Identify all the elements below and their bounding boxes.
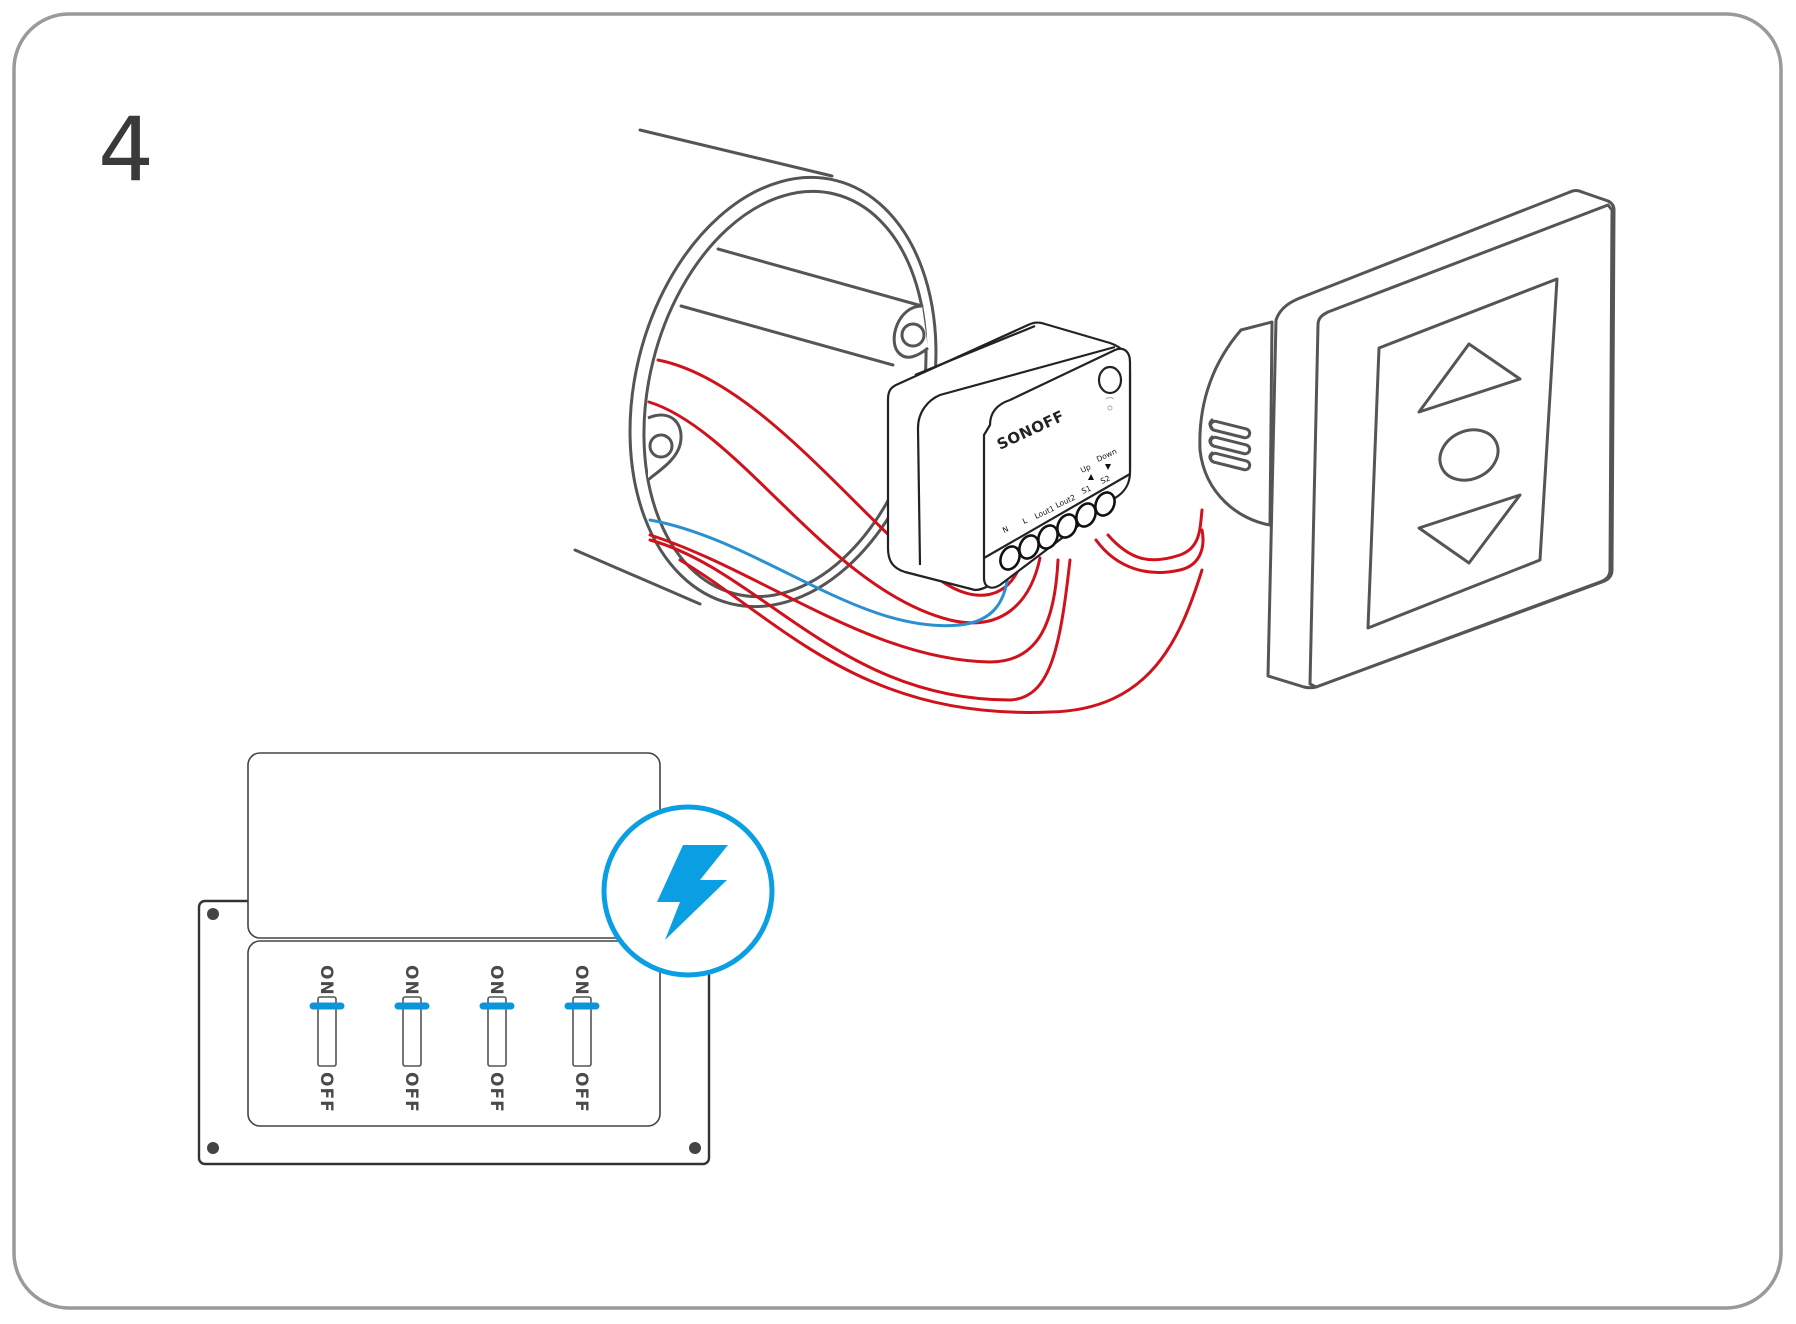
terminal-lout1 <box>1037 524 1059 550</box>
wire-slots <box>1208 418 1252 472</box>
switch-front-plate <box>1308 203 1614 689</box>
breaker-cover[interactable] <box>247 752 661 939</box>
off-label: OFF <box>486 1072 506 1113</box>
up-arrow-icon <box>1088 474 1094 480</box>
breaker-switch-2[interactable]: ON OFF <box>394 965 430 1113</box>
breaker-slot <box>572 996 592 1067</box>
off-label: OFF <box>316 1072 336 1113</box>
box-inner-line-2 <box>679 304 895 367</box>
on-label: ON <box>486 965 506 996</box>
wifi-led-icon <box>1105 397 1115 411</box>
terminal-l <box>1018 534 1040 560</box>
breaker-panel: ON OFF ON OFF ON OFF ON OFF <box>197 752 711 1166</box>
on-label: ON <box>401 965 421 996</box>
switch-back-cup <box>1198 320 1274 527</box>
terminal-s2 <box>1094 491 1116 517</box>
power-on-badge <box>601 804 775 978</box>
terminal-n <box>999 545 1021 571</box>
conduit-top-line <box>638 128 834 178</box>
terminal-label-l: L <box>1021 516 1029 526</box>
breaker-slot <box>317 996 337 1067</box>
wire-live-4 <box>648 538 1072 702</box>
terminal-s1 <box>1075 502 1097 528</box>
wire-live-2 <box>647 400 1042 625</box>
lightning-bolt-icon <box>657 845 728 940</box>
module-side-edge <box>916 345 1116 566</box>
terminal-strip-line <box>983 473 1131 559</box>
wire-live-3 <box>648 533 1060 664</box>
down-triangle-button[interactable] <box>1417 493 1522 565</box>
step-number: 4 <box>98 98 154 201</box>
breaker-switch-area <box>247 940 661 1127</box>
terminal-label-s2: S2 <box>1099 474 1112 486</box>
breaker-slot <box>487 996 507 1067</box>
screw-bottom-left <box>207 1142 219 1154</box>
breaker-slot <box>402 996 422 1067</box>
breaker-switch-3[interactable]: ON OFF <box>479 965 515 1113</box>
terminal-label-n: N <box>1001 524 1010 535</box>
screw-lug-left <box>647 413 683 482</box>
off-label: OFF <box>401 1072 421 1113</box>
sonoff-module: SONOFF Up Down N L Lout1 Lout2 S1 S2 <box>886 321 1132 592</box>
box-inner-line-1 <box>716 247 924 308</box>
on-label: ON <box>571 965 591 996</box>
terminals <box>999 491 1116 571</box>
on-label: ON <box>316 965 336 996</box>
off-label: OFF <box>571 1072 591 1113</box>
wire-neutral <box>648 518 1010 628</box>
conduit-bottom-line <box>573 548 702 606</box>
breaker-switch-1[interactable]: ON OFF <box>309 965 345 1113</box>
module-front-face <box>982 347 1132 589</box>
up-label: Up <box>1079 462 1092 475</box>
breaker-switch-4[interactable]: ON OFF <box>564 965 600 1113</box>
wire-s2 <box>1094 528 1205 574</box>
wire-live-5 <box>678 558 1204 714</box>
pairing-button <box>1097 365 1123 395</box>
down-arrow-icon <box>1105 464 1111 470</box>
up-triangle-button[interactable] <box>1417 342 1522 414</box>
terminal-label-s1: S1 <box>1080 484 1093 496</box>
stop-circle-button[interactable] <box>1432 421 1507 490</box>
wiring <box>647 358 1205 714</box>
terminal-lout2 <box>1056 513 1078 539</box>
screw-top-left <box>207 908 219 920</box>
screw-lug-right <box>892 304 929 359</box>
switch-rocker-panel <box>1366 277 1559 630</box>
curtain-wall-switch <box>1198 189 1616 690</box>
wire-s1 <box>1106 508 1204 562</box>
screw-bottom-right <box>689 1142 701 1154</box>
